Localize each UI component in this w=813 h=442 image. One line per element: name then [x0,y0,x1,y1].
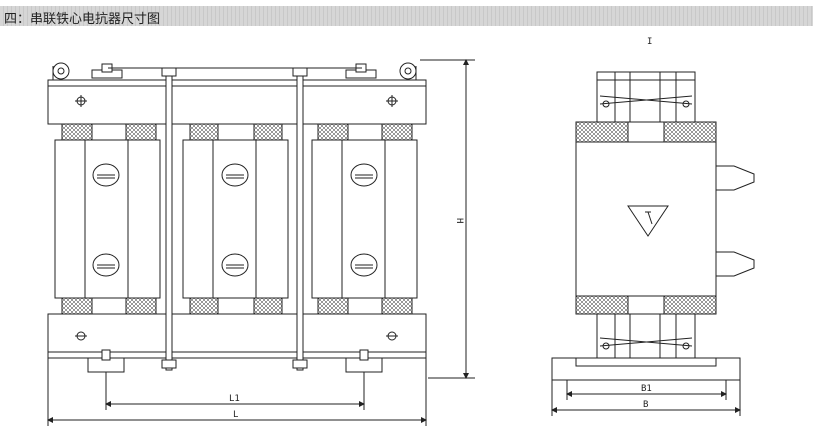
side-view-top-mark: I [647,37,652,47]
dimension-h [420,59,475,379]
coil-middle [182,139,289,299]
label-l1: L1 [229,394,240,404]
label-b: B [643,400,648,410]
terminal-bracket-bottom [715,251,755,277]
label-b1: B1 [641,384,652,394]
bottom-yoke-clamp [47,313,427,359]
coil-right [311,139,418,299]
dimension-l [47,358,427,426]
side-view [551,71,755,381]
lifting-lug-right [399,62,417,80]
tie-rod-right [296,67,304,371]
dimension-b [551,380,741,416]
terminal-bracket-top [715,165,755,191]
section-header-bar: 四：串联铁心电抗器尺寸图 [0,6,813,27]
front-view [47,62,427,373]
lifting-lug-left [52,62,70,80]
tie-rod-left [165,67,173,371]
coil-left [54,139,161,299]
label-h: H [454,218,464,223]
label-l: L [233,410,238,420]
top-yoke-clamp [47,79,427,125]
nameplate-triangle [627,205,669,237]
dimension-l1 [105,372,365,410]
section-title: 四：串联铁心电抗器尺寸图 [4,12,161,27]
dimension-b1 [566,380,727,400]
